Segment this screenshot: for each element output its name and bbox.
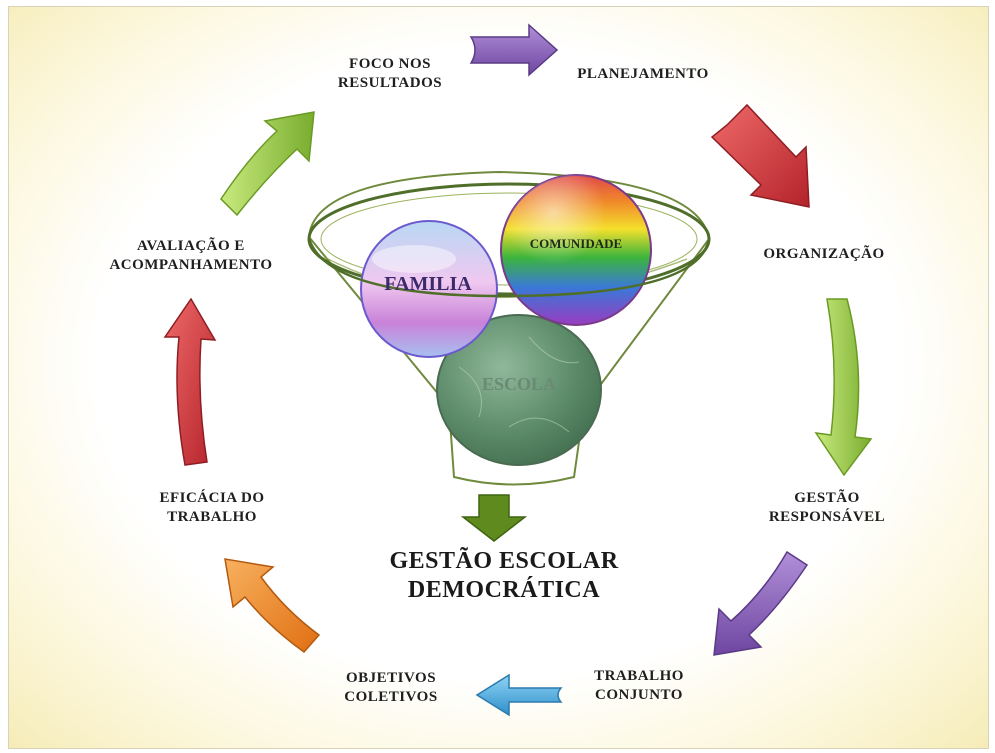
label-line: AVALIAÇÃO E	[137, 238, 245, 254]
label-line: COLETIVOS	[344, 689, 438, 705]
red-arrow-icon	[163, 297, 217, 466]
label-trabalho-conjunto: TRABALHO CONJUNTO	[579, 667, 699, 705]
red-arrow-icon	[710, 103, 810, 208]
comunidade-circle	[500, 174, 652, 326]
diagram-canvas	[163, 23, 873, 717]
blue-arrow-icon	[475, 673, 563, 717]
green-arrow-icon	[814, 298, 873, 477]
label-line: PLANEJAMENTO	[577, 66, 709, 82]
label-eficacia-do-trabalho: EFICÁCIA DO TRABALHO	[147, 489, 277, 527]
label-planejamento: PLANEJAMENTO	[563, 65, 723, 84]
label-avaliacao-e-acompanhamento: AVALIAÇÃO E ACOMPANHAMENTO	[91, 237, 291, 275]
label-line: TRABALHO	[594, 668, 684, 684]
center-title-line1: GESTÃO ESCOLAR	[389, 548, 619, 574]
label-foco-nos-resultados: FOCO NOS RESULTADOS	[325, 55, 455, 93]
green-arrow-icon	[220, 111, 315, 217]
diagram-frame: FAMILIA COMUNIDADE ESCOLA GESTÃO ESCOLAR…	[8, 6, 989, 749]
label-line: TRABALHO	[167, 509, 257, 525]
familia-circle	[360, 220, 498, 358]
familia-label: FAMILIA	[384, 273, 472, 295]
label-line: ACOMPANHAMENTO	[109, 257, 273, 273]
center-title-line2: DEMOCRÁTICA	[407, 577, 601, 603]
escola-circle	[436, 314, 602, 466]
label-objetivos-coletivos: OBJETIVOS COLETIVOS	[331, 669, 451, 707]
label-line: OBJETIVOS	[345, 670, 437, 686]
purple-arrow-icon	[713, 550, 809, 656]
down-arrow-icon	[460, 494, 528, 542]
label-organizacao: ORGANIZAÇÃO	[749, 245, 899, 264]
label-line: RESPONSÁVEL	[768, 509, 886, 525]
label-line: ORGANIZAÇÃO	[763, 246, 885, 262]
purple-arrow-icon	[469, 23, 559, 77]
comunidade-label: COMUNIDADE	[529, 236, 623, 251]
label-line: EFICÁCIA DO	[159, 490, 265, 506]
label-line: RESULTADOS	[337, 75, 443, 91]
funnel-rim-front	[307, 238, 711, 298]
label-line: FOCO NOS	[349, 56, 431, 72]
orange-arrow-icon	[224, 558, 321, 654]
label-gestao-responsavel: GESTÃO RESPONSÁVEL	[757, 489, 897, 527]
escola-label: ESCOLA	[481, 374, 557, 394]
center-title: GESTÃO ESCOLAR DEMOCRÁTICA	[339, 547, 669, 605]
label-line: CONJUNTO	[595, 687, 683, 703]
label-line: GESTÃO	[794, 490, 860, 506]
